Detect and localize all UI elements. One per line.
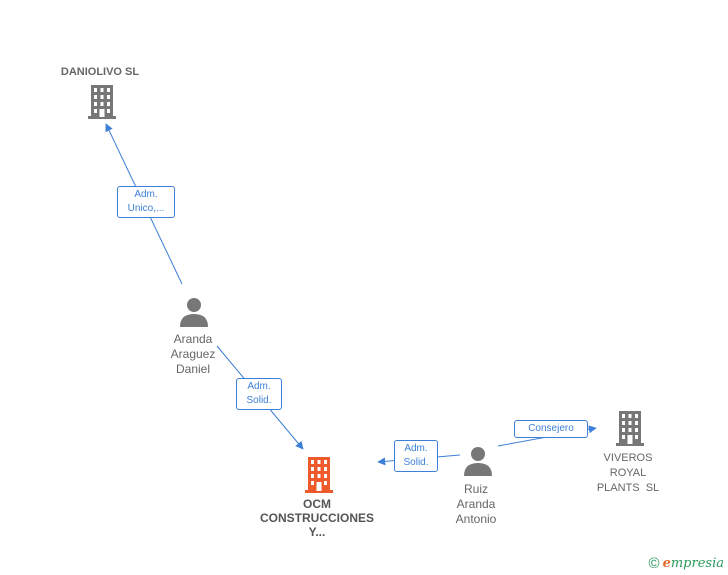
person-icon[interactable] (179, 297, 209, 327)
node-label-viveros[interactable]: VIVEROS ROYAL PLANTS SL (580, 451, 676, 496)
edge-label-line: Unico,... (127, 203, 165, 214)
edge-label-text: Consejero (528, 423, 574, 434)
node-label-line: PLANTS SL (596, 482, 660, 494)
node-label-ruiz[interactable]: Ruiz Aranda Antonio (426, 482, 526, 527)
person-icon[interactable] (463, 446, 493, 476)
copyright-icon: © (648, 555, 660, 572)
node-label-ocm[interactable]: OCM CONSTRUCCIONES Y... (247, 497, 387, 539)
node-label-line: Araguez (170, 347, 216, 361)
node-label-line: ROYAL (609, 467, 647, 479)
node-label-line: Antonio (455, 512, 497, 526)
edge-label-line: Adm. (404, 443, 428, 454)
node-label-line: VIVEROS (603, 452, 653, 464)
node-label-line: Daniel (175, 362, 211, 376)
node-label-daniolivo[interactable]: DANIOLIVO SL (40, 65, 160, 80)
node-label-text: DANIOLIVO SL (60, 66, 140, 78)
edge-label-line: Adm. (134, 189, 158, 200)
edge-label-aranda-ocm[interactable]: Adm. Solid. (236, 378, 282, 410)
building-icon[interactable] (86, 85, 118, 119)
node-label-line: Aranda (173, 332, 213, 346)
edge-label-aranda-daniolivo[interactable]: Adm. Unico,... (117, 186, 175, 218)
node-label-line: CONSTRUCCIONES (259, 511, 374, 525)
brand-logo: empresia (662, 556, 724, 571)
building-icon[interactable] (303, 457, 335, 493)
node-label-line: Ruiz (463, 482, 488, 496)
node-label-line: Y... (308, 525, 326, 539)
footer-brand: © empresia (649, 555, 724, 572)
edge-label-line: Adm. (247, 381, 271, 392)
edge-label-line: Solid. (246, 395, 272, 406)
node-label-aranda[interactable]: Aranda Araguez Daniel (143, 332, 243, 377)
edge-label-ruiz-ocm[interactable]: Adm. Solid. (394, 440, 438, 472)
edge-label-ruiz-viveros[interactable]: Consejero (514, 420, 588, 438)
building-icon[interactable] (614, 411, 646, 446)
node-label-line: Aranda (456, 497, 496, 511)
node-label-line: OCM (303, 497, 331, 511)
edge-label-line: Solid. (403, 457, 429, 468)
